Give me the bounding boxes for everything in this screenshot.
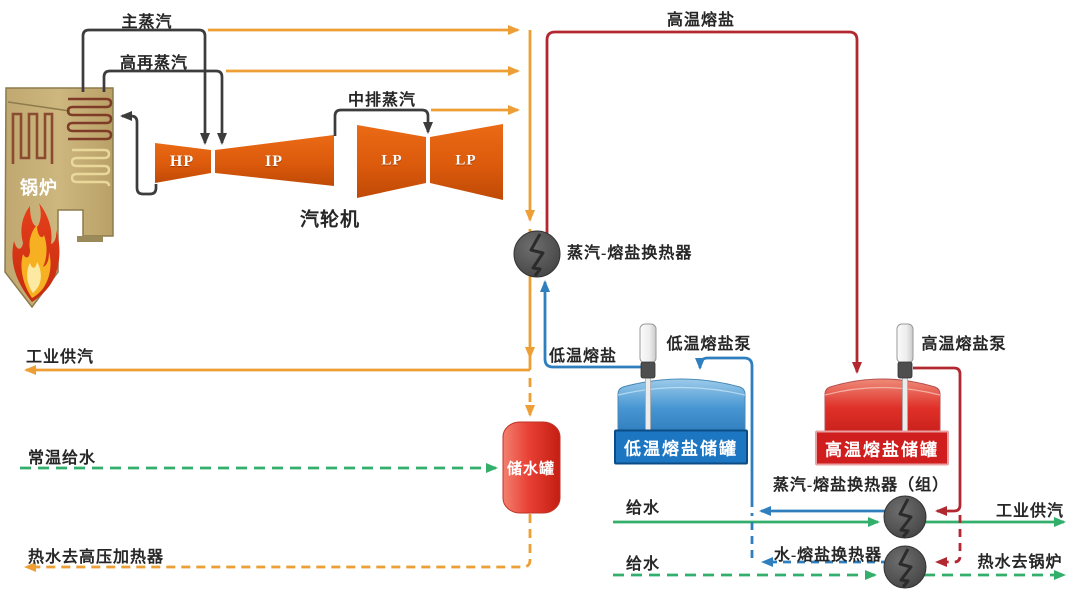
boiler bbox=[4, 87, 114, 309]
water-storage-tank bbox=[502, 421, 561, 514]
steam-salt-exchanger-label: 蒸汽-熔盐换热器 bbox=[567, 245, 693, 262]
turbine-stage-hp-label: HP bbox=[169, 153, 195, 170]
turbine-stage-lp2-label: LP bbox=[455, 152, 477, 169]
ambient-feedwater-label: 常温给水 bbox=[27, 450, 97, 467]
cold-salt-tank-label: 低温熔盐储罐 bbox=[614, 429, 748, 465]
green-water-lines bbox=[20, 463, 1066, 580]
boiler-coil-upper-icon bbox=[66, 97, 113, 141]
hot-water-to-boiler-label: 热水去锅炉 bbox=[977, 554, 1063, 571]
cold-salt-pump-icon bbox=[639, 323, 657, 447]
blue-cold-salt-lines bbox=[540, 280, 903, 567]
turbine-label: 汽轮机 bbox=[299, 209, 361, 231]
turbine-ip-stage bbox=[215, 135, 334, 186]
turbine-stage-ip-label: IP bbox=[265, 153, 283, 170]
ip-exhaust-steam-label: 中排蒸汽 bbox=[347, 92, 417, 109]
steam-turbine bbox=[155, 124, 503, 200]
feedwater-top-label: 给水 bbox=[625, 500, 661, 517]
turbine-lp2-stage bbox=[430, 124, 503, 200]
boiler-base-tab bbox=[77, 236, 103, 242]
flame-icon bbox=[12, 203, 60, 302]
ip-exhaust-pipe bbox=[333, 108, 433, 136]
boiler-coil-lower-icon bbox=[70, 148, 111, 187]
hot-water-to-hp-heater-label: 热水去高压加热器 bbox=[27, 549, 165, 566]
hot-reheat-pipe bbox=[102, 69, 227, 145]
hot-salt-discharge-line bbox=[913, 366, 962, 516]
water-tank-label: 储水罐 bbox=[506, 461, 556, 478]
hot-salt-tank-label: 高温熔盐储罐 bbox=[815, 430, 949, 466]
boiler-label: 锅炉 bbox=[20, 178, 58, 198]
hot-water-to-hp-heater-dashed bbox=[24, 514, 532, 572]
steam-salt-exchanger-group-label: 蒸汽-熔盐换热器（组） bbox=[772, 477, 950, 494]
turbine-lp1-stage bbox=[357, 125, 426, 198]
steam-salt-exchanger-group-icon bbox=[883, 495, 927, 539]
cold-salt-pump-label: 低温熔盐泵 bbox=[666, 336, 752, 353]
hot-reheat-steam-label: 高再蒸汽 bbox=[119, 55, 189, 72]
boiler-coil-left-icon bbox=[11, 112, 54, 164]
red-hot-salt-lines bbox=[545, 30, 962, 567]
industrial-steam-left-label: 工业供汽 bbox=[25, 349, 95, 366]
turbine-hp-stage bbox=[155, 143, 211, 183]
water-salt-exchanger-label: 水-熔盐换热器 bbox=[773, 547, 883, 564]
industrial-steam-right-label: 工业供汽 bbox=[995, 503, 1065, 520]
cold-molten-salt-label: 低温熔盐 bbox=[548, 348, 618, 365]
hot-salt-pump-label: 高温熔盐泵 bbox=[921, 336, 1007, 353]
turbine-stage-lp1-label: LP bbox=[381, 152, 403, 169]
water-salt-exchanger-icon bbox=[883, 545, 927, 589]
main-steam-label: 主蒸汽 bbox=[121, 14, 173, 31]
hot-salt-pump-icon bbox=[896, 323, 914, 447]
black-steam-pipes bbox=[81, 28, 433, 196]
main-steam-pipe bbox=[81, 28, 210, 145]
feedwater-bottom-label: 给水 bbox=[625, 556, 661, 573]
hot-salt-charge-line bbox=[545, 30, 862, 374]
cold-salt-return-riser bbox=[695, 356, 754, 507]
cold-salt-to-exchanger-line bbox=[540, 280, 641, 369]
steam-salt-heat-exchanger-icon bbox=[513, 230, 561, 278]
hot-molten-salt-label: 高温熔盐 bbox=[666, 12, 736, 29]
hot-salt-discharge-dashed bbox=[935, 515, 962, 567]
boiler-separator-line bbox=[7, 101, 71, 112]
cold-reheat-pipe bbox=[120, 111, 158, 196]
